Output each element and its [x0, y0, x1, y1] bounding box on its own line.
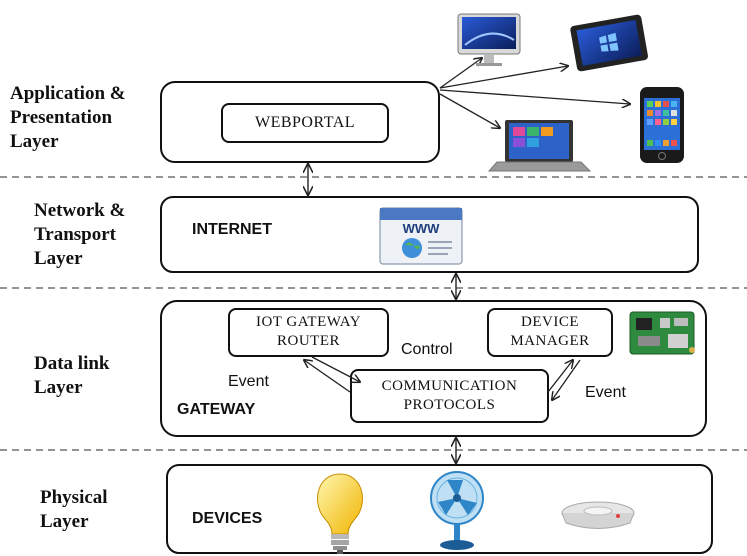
- comm-protocols-box: [350, 369, 549, 423]
- tablet-icon: [570, 14, 648, 72]
- device-manager-label: DEVICE MANAGER: [510, 314, 590, 349]
- internet-label: INTERNET: [192, 221, 272, 238]
- layer-label-physical: Physical Layer: [40, 487, 108, 532]
- circuit-board-icon: [629, 311, 695, 355]
- arrow-protocols-to-router: [304, 360, 351, 393]
- arrow-to-laptop: [439, 93, 500, 128]
- iot-router-label: IOT GATEWAY ROUTER: [255, 314, 362, 349]
- webportal-box: [221, 103, 389, 143]
- layer-label-application: Application & Presentation Layer: [10, 83, 126, 152]
- light-bulb-icon: [317, 473, 363, 554]
- iot-router-box: [228, 308, 389, 357]
- arrow-router-to-protocols: [311, 356, 360, 382]
- arrow-manager-to-protocols: [552, 359, 581, 400]
- arrow-to-smartphone: [439, 89, 630, 104]
- layer-label-datalink: Data link Layer: [34, 353, 110, 398]
- laptop-icon: [487, 120, 592, 172]
- www-label: WWW: [403, 221, 441, 236]
- device-manager-box: [487, 308, 613, 357]
- smartphone-icon: [640, 87, 684, 163]
- control-label: Control: [401, 341, 453, 358]
- webportal-label: WEBPORTAL: [254, 114, 356, 131]
- smoke-detector-icon: [561, 501, 635, 529]
- www-page-icon: WWW: [379, 207, 463, 265]
- event-right-label: Event: [585, 384, 626, 401]
- devices-label: DEVICES: [192, 510, 263, 527]
- event-left-label: Event: [228, 373, 269, 390]
- layer-label-network: Network & Transport Layer: [34, 200, 126, 269]
- fan-icon: [430, 471, 484, 550]
- comm-protocols-label: COMMUNICATION PROTOCOLS: [381, 378, 518, 413]
- arrow-protocols-to-manager: [547, 360, 573, 393]
- desktop-icon: [457, 13, 521, 66]
- arrow-to-tablet: [439, 66, 568, 89]
- arrow-to-desktop: [439, 58, 482, 89]
- gateway-label: GATEWAY: [177, 401, 256, 418]
